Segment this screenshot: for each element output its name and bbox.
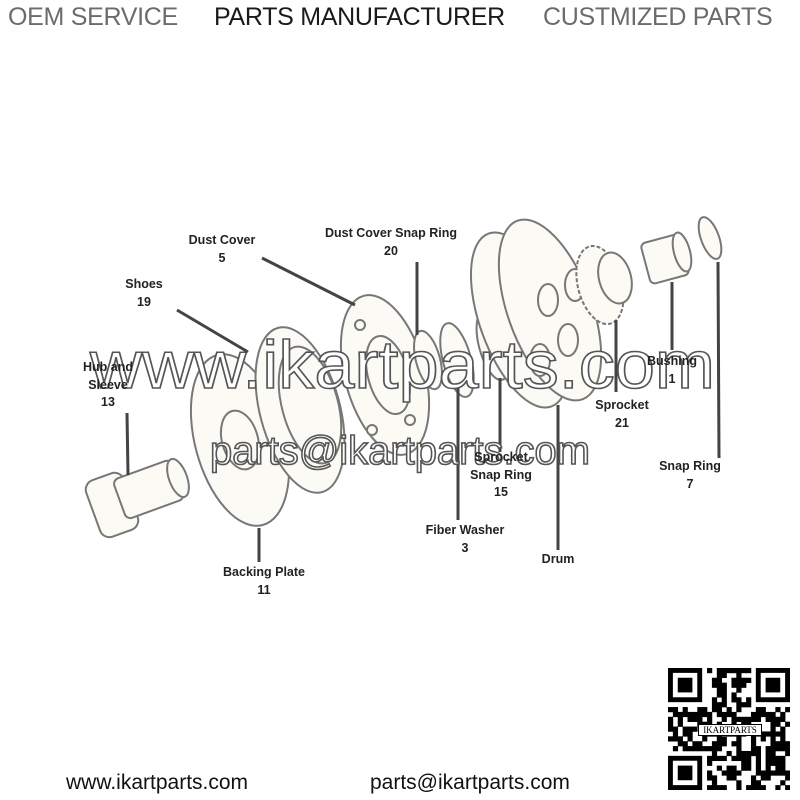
label-drum: Drum <box>541 552 575 566</box>
footer-email: parts@ikartparts.com <box>370 771 570 794</box>
dust-cover-part <box>339 294 431 456</box>
header-customized-parts: CUSTMIZED PARTS <box>543 3 773 31</box>
leader-line-shoes <box>176 308 249 354</box>
footer-website: www.ikartparts.com <box>66 771 249 794</box>
leader-line-hub-and-sleeve <box>125 412 130 476</box>
snap-ring-part <box>697 216 723 260</box>
fiber-washer-part <box>439 322 475 398</box>
hub-and-sleeve-part <box>84 457 190 539</box>
header-oem-service: OEM SERVICE <box>8 3 178 31</box>
watermark-email: parts@ikartparts.com <box>210 429 590 473</box>
dust-cover-snap-ring-part <box>413 329 443 391</box>
bushing-part <box>640 231 693 285</box>
leader-line-snap-ring <box>716 261 721 459</box>
watermark-url: www.ikartparts.com <box>89 327 715 403</box>
drum-part <box>469 218 603 409</box>
header-parts-manufacturer: PARTS MANUFACTURER <box>214 3 505 31</box>
shoes-part <box>254 326 346 494</box>
sprocket-part <box>575 244 633 326</box>
leader-line-dust-cover <box>261 256 356 307</box>
qr-label: IKARTPARTS <box>698 724 762 736</box>
qr-code: IKARTPARTS <box>668 668 790 790</box>
